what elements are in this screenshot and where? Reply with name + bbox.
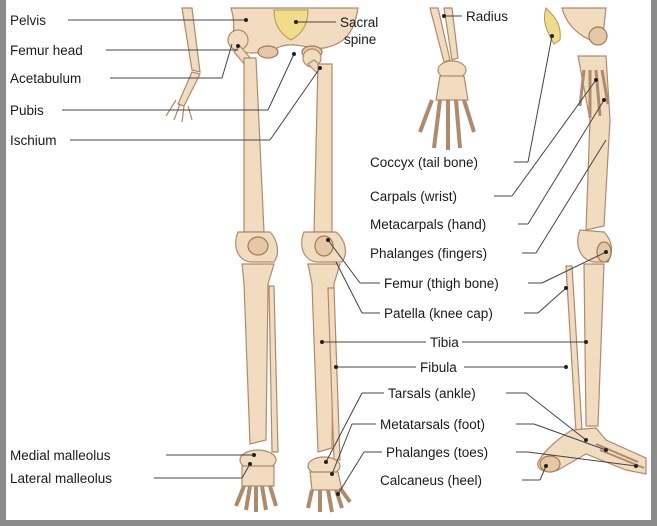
label-coccyx: Coccyx (tail bone) bbox=[370, 155, 478, 170]
coccyx-shape bbox=[544, 8, 560, 44]
arm-hand-illustration bbox=[420, 8, 474, 150]
label-tibia: Tibia bbox=[430, 335, 459, 350]
label-tarsals: Tarsals (ankle) bbox=[388, 386, 476, 401]
label-fibula: Fibula bbox=[420, 360, 457, 375]
diagram-panel: Pelvis Femur head Acetabulum Pubis Ischi… bbox=[6, 0, 651, 520]
label-radius: Radius bbox=[466, 9, 508, 24]
label-metatarsals: Metatarsals (foot) bbox=[380, 417, 485, 432]
right-leg-illustration bbox=[302, 49, 350, 512]
label-metacarpals: Metacarpals (hand) bbox=[370, 217, 486, 232]
pelvis-illustration bbox=[231, 8, 358, 58]
leader-lines bbox=[62, 14, 638, 496]
label-phalanges-fingers: Phalanges (fingers) bbox=[370, 246, 487, 261]
label-femur: Femur (thigh bone) bbox=[384, 276, 499, 291]
skeleton-diagram: Pelvis Femur head Acetabulum Pubis Ischi… bbox=[6, 0, 651, 520]
label-ischium: Ischium bbox=[10, 133, 57, 148]
label-sacral-line1: Sacral bbox=[340, 15, 378, 30]
label-acetabulum: Acetabulum bbox=[10, 71, 81, 86]
label-femur-head: Femur head bbox=[10, 43, 83, 58]
label-carpals: Carpals (wrist) bbox=[370, 189, 457, 204]
label-patella: Patella (knee cap) bbox=[384, 306, 493, 321]
label-lateral-malleolus: Lateral malleolus bbox=[10, 471, 112, 486]
label-calcaneus: Calcaneus (heel) bbox=[380, 473, 482, 488]
left-leg-illustration bbox=[166, 8, 278, 512]
label-pelvis: Pelvis bbox=[10, 13, 46, 28]
label-medial-malleolus: Medial malleolus bbox=[10, 448, 111, 463]
label-phalanges-toes: Phalanges (toes) bbox=[386, 445, 488, 460]
label-sacral-line2: spine bbox=[344, 32, 376, 47]
side-view-illustration bbox=[538, 8, 646, 474]
label-pubis: Pubis bbox=[10, 103, 44, 118]
